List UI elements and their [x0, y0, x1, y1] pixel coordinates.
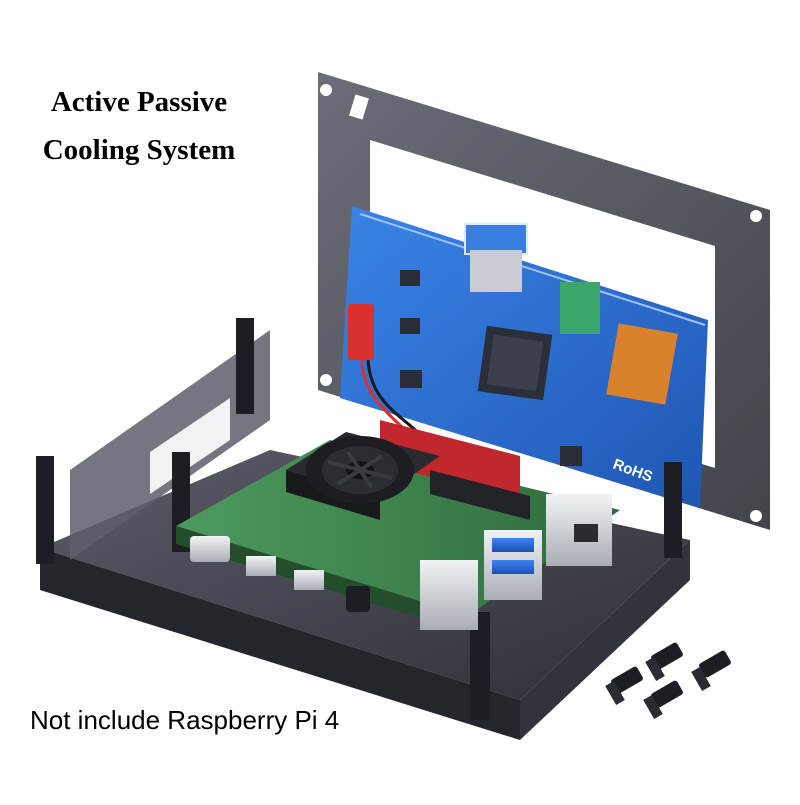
micro-hdmi-port-1	[246, 556, 276, 576]
screw-1	[645, 642, 683, 682]
headline-line-2: Cooling System	[42, 134, 236, 166]
usb-port-block	[420, 560, 478, 630]
cooling-system	[286, 420, 530, 520]
feature-headline: Active Passive Cooling System	[24, 78, 254, 174]
audio-jack	[346, 586, 370, 612]
screw-set	[605, 642, 731, 720]
screw-2	[691, 650, 731, 692]
exclusion-note: Not include Raspberry Pi 4	[30, 705, 340, 735]
screw-3	[605, 666, 643, 706]
usb-c-port	[190, 536, 230, 562]
micro-hdmi-port-2	[294, 570, 324, 590]
headline-line-1: Active Passive	[50, 86, 228, 118]
screw-4	[643, 680, 683, 720]
heatsink	[380, 420, 520, 500]
display-driver-board: RoHS	[340, 206, 708, 508]
